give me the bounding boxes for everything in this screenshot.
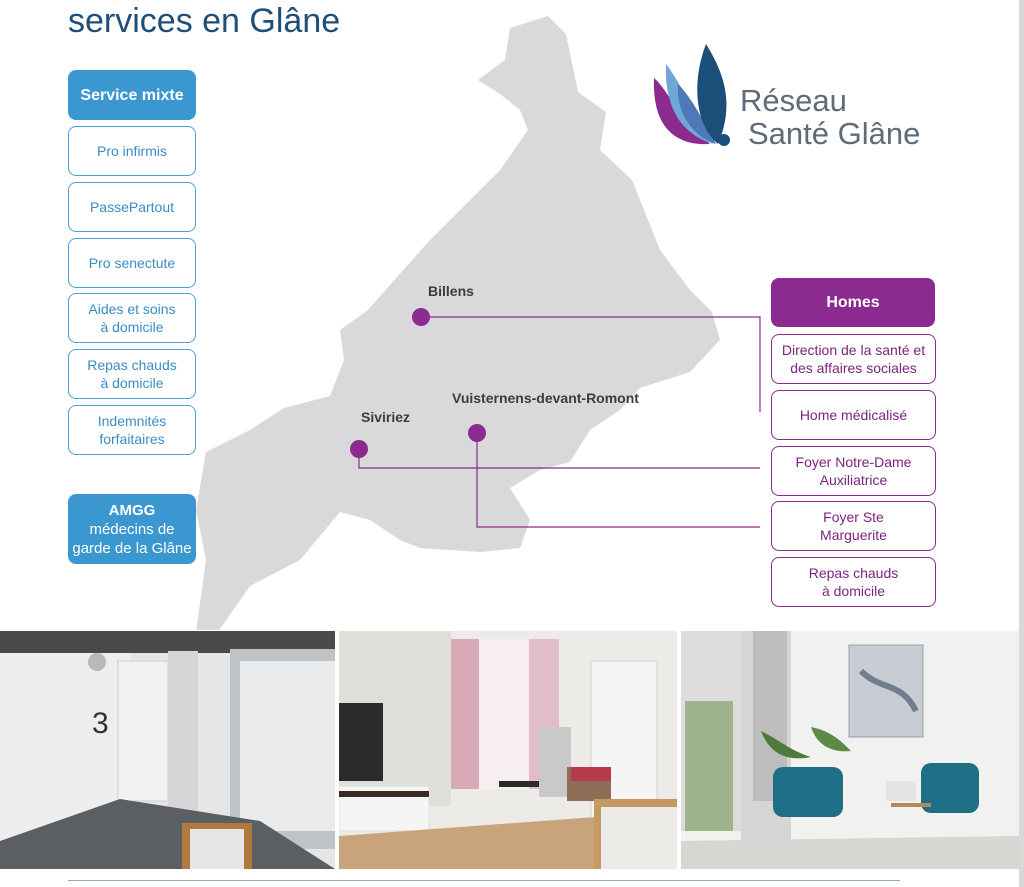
foyer-notre-dame-label: Foyer Notre-Dame Auxiliatrice <box>795 454 912 488</box>
town-label-vuisternens: Vuisternens-devant-Romont <box>452 390 639 406</box>
aides-soins-label: Aides et soins à domicile <box>88 301 176 335</box>
photo-room-corridor-image: 3 <box>0 631 335 869</box>
room-number: 3 <box>92 707 109 740</box>
marker-siviriez <box>350 440 368 458</box>
amgg-button[interactable]: AMGG médecins de garde de la Glâne <box>68 494 196 564</box>
pro-infirmis-button[interactable]: Pro infirmis <box>68 126 196 176</box>
pro-senectute-label: Pro senectute <box>88 255 176 271</box>
district-shape <box>196 16 720 630</box>
pro-infirmis-label: Pro infirmis <box>96 143 167 159</box>
service-mixte-label: Service mixte <box>80 86 184 104</box>
passepartout-label: PassePartout <box>89 199 175 215</box>
amgg-line-3: garde de la Glâne <box>72 539 192 557</box>
service-mixte-header[interactable]: Service mixte <box>68 70 196 120</box>
direction-sante-label: Direction de la santé et des affaires so… <box>781 342 926 376</box>
home-medicalise-label: Home médicalisé <box>799 407 908 423</box>
photo-living-room-image <box>339 631 677 869</box>
bottom-divider <box>68 880 900 881</box>
scrollbar-edge <box>1019 0 1024 887</box>
homes-header[interactable]: Homes <box>771 278 935 327</box>
indemnites-label: Indemnités forfaitaires <box>97 413 167 447</box>
homes-label: Homes <box>826 293 880 311</box>
repas-chauds-right-button[interactable]: Repas chauds à domicile <box>771 557 936 607</box>
town-label-billens: Billens <box>428 283 474 299</box>
photo-lounge-image <box>681 631 1019 869</box>
home-medicalise-button[interactable]: Home médicalisé <box>771 390 936 440</box>
aides-soins-domicile-button[interactable]: Aides et soins à domicile <box>68 293 196 343</box>
direction-sante-button[interactable]: Direction de la santé et des affaires so… <box>771 334 936 384</box>
town-label-siviriez: Siviriez <box>361 409 411 425</box>
passepartout-button[interactable]: PassePartout <box>68 182 196 232</box>
foyer-ste-marguerite-label: Foyer Ste Marguerite <box>820 509 887 543</box>
foyer-notre-dame-button[interactable]: Foyer Notre-Dame Auxiliatrice <box>771 446 936 496</box>
photo-room-corridor: 3 <box>0 631 335 869</box>
reseau-sante-glane-logo <box>653 44 730 146</box>
logo-line-1: Réseau <box>740 83 847 118</box>
connector-vuisternens <box>476 433 760 528</box>
connector-billens <box>421 316 761 412</box>
photo-lounge <box>681 631 1019 869</box>
repas-chauds-left-label: Repas chauds à domicile <box>87 357 177 391</box>
indemnites-forfaitaires-button[interactable]: Indemnités forfaitaires <box>68 405 196 455</box>
foyer-ste-marguerite-button[interactable]: Foyer Ste Marguerite <box>771 501 936 551</box>
amgg-line-2: médecins de <box>89 520 175 538</box>
photo-living-room <box>339 631 677 869</box>
marker-billens <box>412 308 430 326</box>
logo-text: Réseau Santé Glâne <box>740 84 920 150</box>
amgg-title: AMGG <box>108 501 156 519</box>
pro-senectute-button[interactable]: Pro senectute <box>68 238 196 288</box>
logo-line-2: Santé Glâne <box>748 116 921 151</box>
glane-district-map <box>196 16 761 630</box>
repas-chauds-right-label: Repas chauds à domicile <box>808 565 899 599</box>
repas-chauds-left-button[interactable]: Repas chauds à domicile <box>68 349 196 399</box>
marker-vuisternens <box>468 424 486 442</box>
page-title: services en Glâne <box>68 2 341 40</box>
